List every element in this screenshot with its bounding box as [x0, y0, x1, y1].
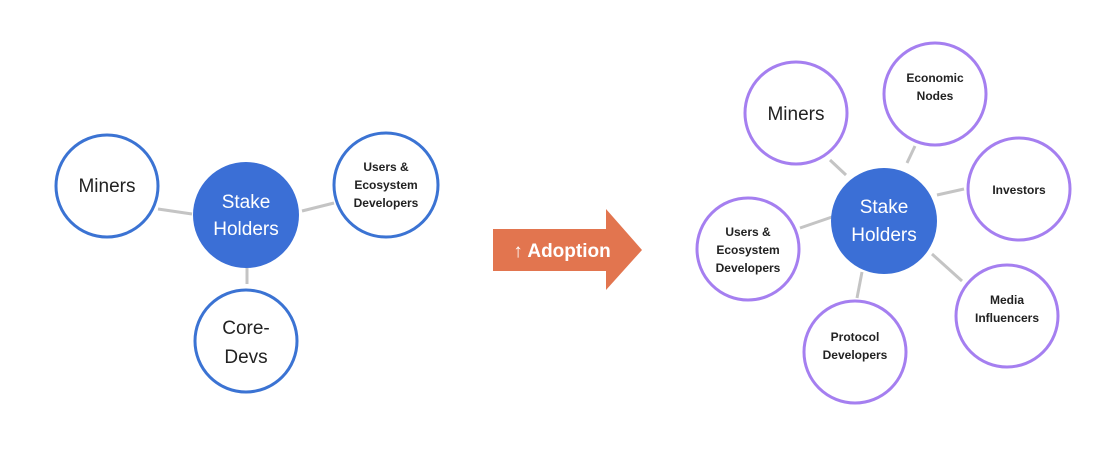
connector-right-media	[930, 252, 964, 283]
arrow-label: ↑ Adoption	[513, 241, 610, 262]
right-media-label-line2: Influencers	[975, 311, 1039, 325]
left-miners-node: Miners	[54, 133, 160, 239]
left-users-node: Users & Ecosystem Developers	[332, 131, 440, 239]
left-coredevs-label-line1: Core-	[222, 318, 270, 339]
right-protocol-label-line1: Protocol	[831, 330, 880, 344]
right-protocol-node: Protocol Developers	[802, 299, 908, 405]
right-users-label-line1: Users &	[725, 225, 771, 239]
right-center-label-line1: Stake	[860, 197, 909, 218]
left-center-label-line2: Holders	[213, 219, 278, 240]
left-users-label-line2: Ecosystem	[354, 178, 417, 192]
connector-right-users	[799, 215, 833, 230]
connector-right-economic	[905, 145, 917, 164]
left-center-label-line1: Stake	[222, 192, 271, 213]
right-protocol-label-line2: Developers	[823, 348, 888, 362]
right-center-node: Stake Holders	[831, 168, 937, 274]
right-media-label-line1: Media	[990, 293, 1024, 307]
right-users-label-line2: Ecosystem	[716, 243, 779, 257]
connector-right-miners	[828, 158, 848, 177]
right-economic-label-line1: Economic	[906, 71, 964, 85]
right-economic-label-line2: Nodes	[917, 89, 954, 103]
right-miners-node: Miners	[743, 60, 849, 166]
left-cluster: Miners Users & Ecosystem Developers Core…	[54, 131, 440, 394]
right-cluster: Miners Economic Nodes Investors Users & …	[695, 41, 1072, 405]
connector-right-investors	[936, 187, 965, 197]
right-media-node: Media Influencers	[954, 263, 1060, 369]
right-center-label-line2: Holders	[851, 225, 916, 246]
left-users-label-line3: Developers	[354, 196, 419, 210]
connector-left-users	[301, 201, 335, 213]
right-investors-label: Investors	[992, 183, 1046, 197]
connector-left-miners	[157, 207, 193, 216]
right-miners-label: Miners	[767, 104, 824, 125]
right-economic-node: Economic Nodes	[882, 41, 988, 147]
right-users-label-line3: Developers	[716, 261, 781, 275]
right-users-node: Users & Ecosystem Developers	[695, 196, 801, 302]
left-users-label-line1: Users &	[363, 160, 409, 174]
adoption-arrow: ↑ Adoption	[493, 209, 642, 290]
connector-right-protocol	[855, 271, 864, 299]
left-coredevs-node: Core- Devs	[193, 288, 299, 394]
left-coredevs-label-line2: Devs	[224, 347, 267, 368]
left-miners-label: Miners	[78, 176, 135, 197]
right-investors-node: Investors	[966, 136, 1072, 242]
left-center-node: Stake Holders	[193, 162, 299, 268]
arrow-shape	[493, 209, 642, 290]
